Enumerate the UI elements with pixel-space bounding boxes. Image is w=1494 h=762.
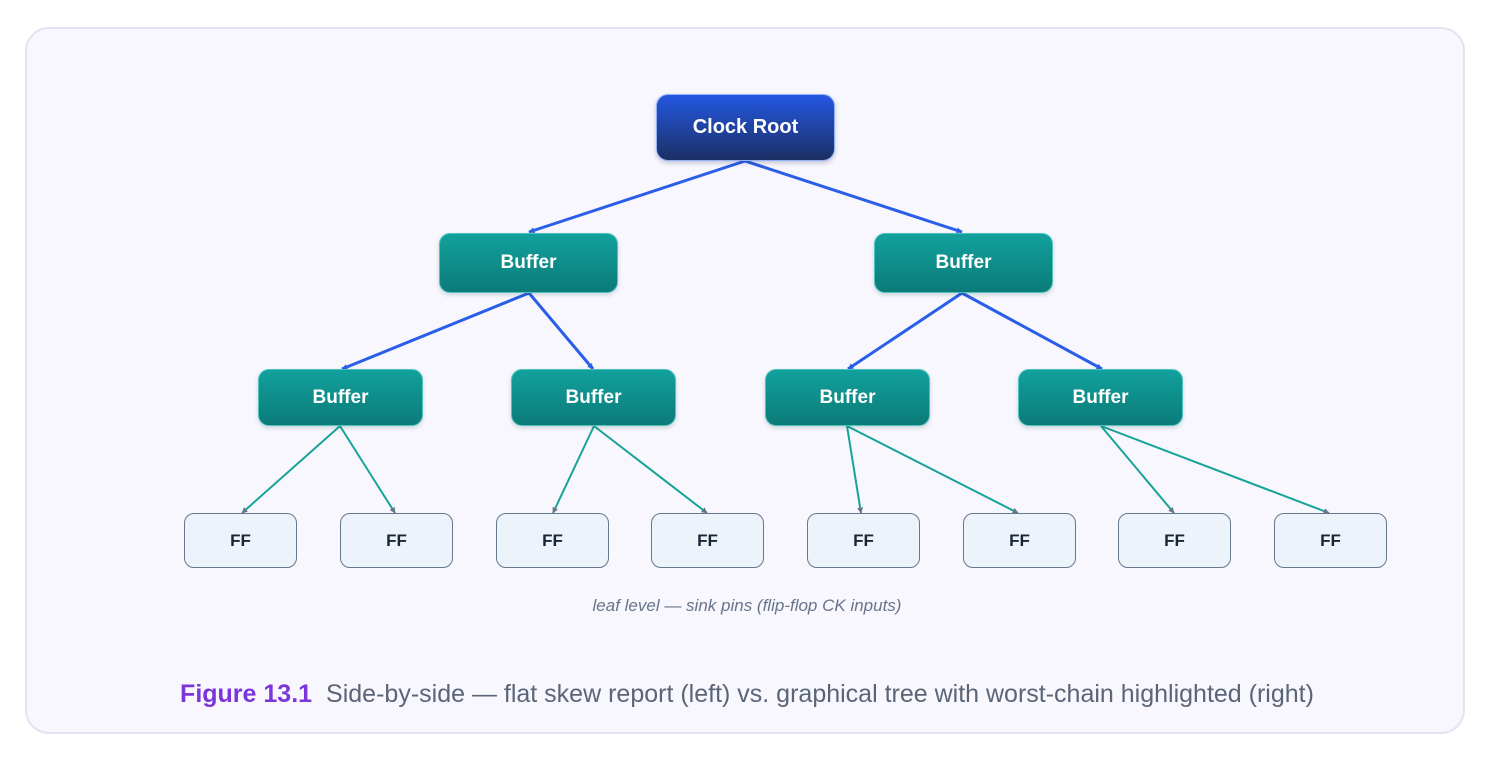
buffer-node-l2-3: Buffer [765, 369, 930, 426]
ff-label: FF [1009, 530, 1030, 550]
ff-node-7: FF [1118, 513, 1231, 568]
ff-label: FF [230, 530, 251, 550]
edge-l2-1-to-ff-2 [339, 425, 396, 514]
buffer-label: Buffer [312, 386, 369, 408]
edge-root-buffer-left [528, 159, 746, 234]
buffer-node-l1-left: Buffer [439, 233, 618, 293]
edge-l2-1-to-ff-1 [241, 425, 341, 514]
clock-root-label: Clock Root [692, 116, 799, 138]
buffer-label: Buffer [500, 252, 557, 273]
edge-l2-3-to-ff-5 [846, 425, 864, 514]
buffer-label: Buffer [935, 252, 992, 273]
leaf-level-note: leaf level — sink pins (flip-flop CK inp… [592, 596, 902, 615]
edge-buffer-l1-right-to-l2-4 [961, 291, 1103, 371]
figure-caption: Figure 13.1 Side-by-side — flat skew repo… [0, 680, 1494, 709]
ff-label: FF [1320, 530, 1341, 550]
edge-l2-3-to-ff-6 [846, 425, 1019, 514]
ff-label: FF [853, 530, 874, 550]
edge-root-buffer-right [744, 159, 963, 234]
edge-l2-4-to-ff-8 [1100, 425, 1330, 514]
figure-label: Figure 13.1 [180, 680, 313, 708]
edge-buffer-l1-right-to-l2-3 [847, 291, 963, 371]
buffer-node-l2-4: Buffer [1018, 369, 1183, 426]
clock-root-node: Clock Root [656, 94, 835, 161]
ff-label: FF [697, 530, 718, 550]
edge-buffer-l1-left-to-l2-2 [527, 292, 595, 370]
edge-buffer-l1-left-to-l2-1 [341, 291, 530, 371]
ff-node-5: FF [807, 513, 920, 568]
ff-node-6: FF [963, 513, 1076, 568]
ff-node-1: FF [184, 513, 297, 568]
ff-node-4: FF [651, 513, 764, 568]
edge-l2-2-to-ff-3 [552, 425, 595, 514]
buffer-label: Buffer [1072, 386, 1129, 408]
edge-l2-2-to-ff-4 [593, 425, 708, 514]
ff-label: FF [542, 530, 563, 550]
buffer-node-l2-1: Buffer [258, 369, 423, 426]
ff-label: FF [1164, 530, 1185, 550]
buffer-label: Buffer [565, 386, 622, 408]
buffer-label: Buffer [819, 386, 876, 408]
ff-node-8: FF [1274, 513, 1387, 568]
caption-text: Side-by-side — flat skew report (left) v… [326, 680, 1314, 708]
buffer-node-l2-2: Buffer [511, 369, 676, 426]
ff-label: FF [386, 530, 407, 550]
edge-l2-4-to-ff-7 [1100, 425, 1175, 514]
ff-node-3: FF [496, 513, 609, 568]
buffer-node-l1-right: Buffer [874, 233, 1053, 293]
ff-node-2: FF [340, 513, 453, 568]
